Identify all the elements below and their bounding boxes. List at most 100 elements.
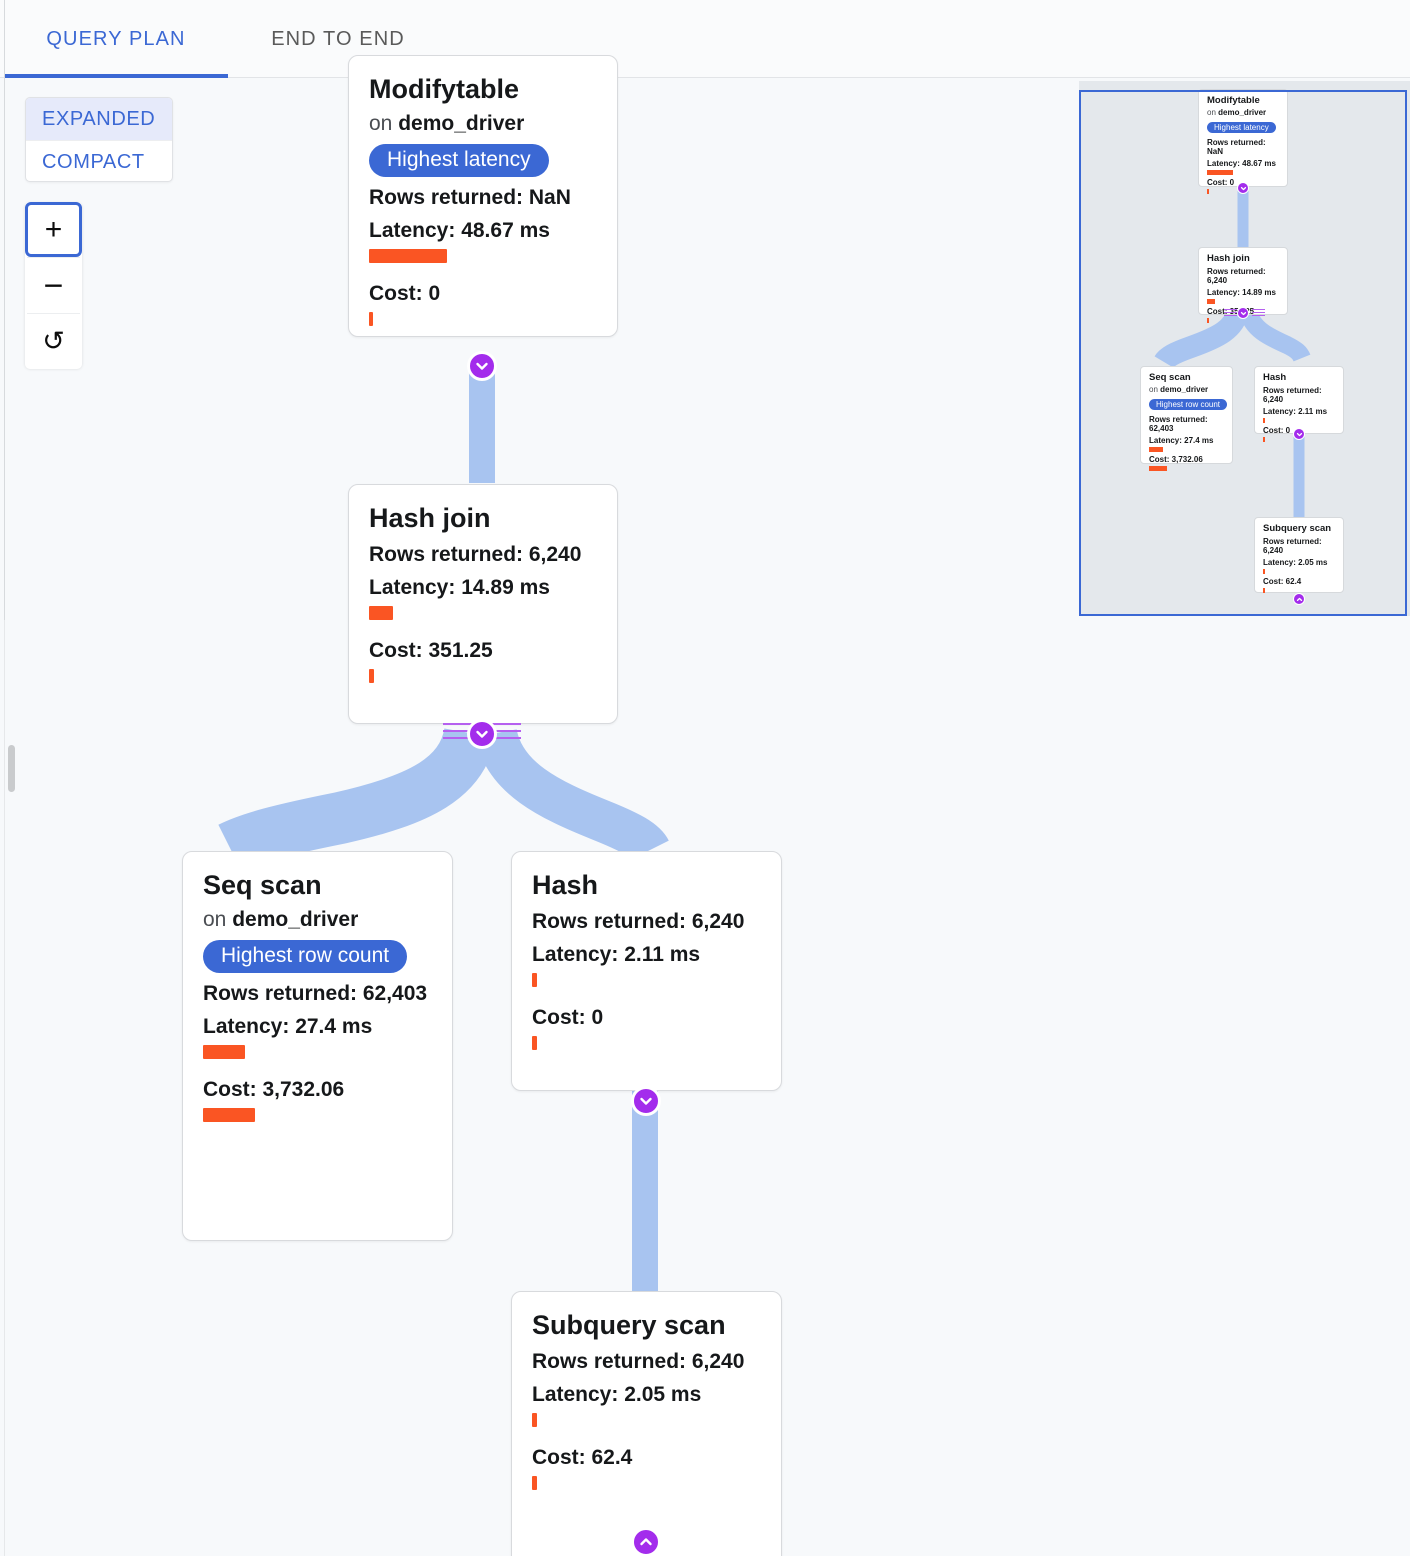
collapse-toggle-modifytable[interactable] — [467, 351, 497, 381]
node-title: Seq scan — [203, 870, 322, 900]
zoom-out-button[interactable]: − — [25, 258, 82, 313]
view-mode-expanded[interactable]: EXPANDED — [26, 98, 172, 140]
vertical-scrollbar-thumb[interactable] — [8, 745, 15, 792]
node-cost-bar — [369, 312, 373, 327]
minimap-node-seqscan: Seq scan on demo_driver Highest row coun… — [1140, 366, 1233, 471]
node-title: Hash — [532, 870, 599, 900]
collapse-toggle-hash[interactable] — [631, 1086, 661, 1116]
minimap-edges — [1154, 186, 1311, 521]
graph-edges — [218, 366, 669, 1293]
node-cost-bar — [203, 1108, 255, 1123]
node-cost: Cost: 0 — [532, 1006, 604, 1030]
plan-node-seqscan[interactable]: Seq scan on demo_driver Highest row coun… — [182, 851, 453, 1241]
node-badge: Highest row count — [1149, 399, 1228, 410]
node-relation: on demo_driver — [1207, 108, 1280, 117]
tab-end-to-end-label: END TO END — [271, 27, 405, 50]
node-cost: Cost: 0 — [1207, 178, 1235, 187]
node-rows: Rows returned: 62,403 — [1149, 415, 1208, 433]
panel-divider — [4, 0, 5, 620]
chevron-down-icon — [1240, 186, 1246, 190]
node-cost: Cost: 0 — [1263, 426, 1291, 435]
node-title: Hash — [1263, 372, 1287, 383]
node-latency-bar — [532, 1413, 537, 1428]
node-rows: Rows returned: NaN — [1207, 138, 1266, 156]
minimap[interactable]: Modifytable on demo_driver Highest laten… — [1079, 81, 1410, 616]
tab-query-plan[interactable]: QUERY PLAN — [4, 0, 228, 78]
node-latency: Latency: 27.4 ms — [203, 1015, 373, 1039]
node-rows: Rows returned: 6,240 — [532, 1350, 745, 1374]
node-cost: Cost: 351.25 — [369, 639, 493, 663]
node-title: Seq scan — [1149, 372, 1191, 383]
node-latency-bar — [369, 606, 393, 621]
minimap-toggle-stripes-right — [1252, 309, 1265, 318]
node-relation-prefix: on — [203, 908, 227, 932]
active-tab-indicator — [4, 74, 228, 78]
node-cost: Cost: 62.4 — [1263, 577, 1302, 586]
view-mode-compact-label: COMPACT — [42, 150, 145, 173]
node-relation-prefix: on — [1149, 385, 1158, 394]
node-rows: Rows returned: 6,240 — [1263, 537, 1322, 555]
node-title: Hash join — [369, 503, 491, 533]
reset-view-button[interactable]: ↺ — [25, 314, 82, 369]
zoom-separator-2 — [27, 313, 80, 314]
node-cost: Cost: 62.4 — [532, 1446, 633, 1470]
node-relation-name: demo_driver — [1160, 385, 1209, 394]
minus-icon: − — [43, 266, 64, 305]
tab-end-to-end[interactable]: END TO END — [240, 0, 436, 78]
chevron-down-icon — [1240, 311, 1246, 315]
minimap-toggle-modifytable — [1237, 182, 1249, 194]
node-cost-bar — [1149, 466, 1167, 471]
zoom-separator-1 — [27, 257, 80, 258]
node-cost: Cost: 0 — [369, 282, 441, 306]
plan-node-hashjoin[interactable]: Hash join Rows returned: 6,240 Latency: … — [348, 484, 618, 724]
node-latency: Latency: 2.11 ms — [1263, 407, 1328, 416]
zoom-controls: + − ↺ — [25, 202, 82, 369]
edge-hashjoin-hash — [475, 728, 669, 862]
expand-toggle-subqueryscan[interactable] — [631, 1527, 661, 1556]
node-rows: Rows returned: 6,240 — [1207, 267, 1266, 285]
tab-query-plan-label: QUERY PLAN — [46, 27, 186, 50]
collapse-toggle-hashjoin[interactable] — [467, 719, 497, 749]
chevron-up-icon — [1296, 597, 1302, 601]
plus-icon: + — [44, 212, 63, 246]
node-badge: Highest latency — [1207, 122, 1276, 133]
edge-hashjoin-seqscan — [218, 727, 496, 872]
node-cost-bar — [369, 669, 374, 684]
minimap-toggle-subqueryscan — [1293, 593, 1305, 605]
node-latency: Latency: 48.67 ms — [369, 219, 550, 243]
node-title: Hash join — [1207, 253, 1250, 264]
zoom-in-button[interactable]: + — [25, 202, 82, 257]
node-cost-bar — [1263, 588, 1265, 593]
chevron-up-icon — [640, 1538, 652, 1546]
node-relation: on demo_driver — [369, 112, 597, 136]
chevron-down-icon — [476, 730, 488, 738]
node-title: Subquery scan — [1263, 523, 1332, 534]
graph-canvas[interactable]: Modifytable on demo_driver Highest laten… — [0, 55, 1410, 1556]
node-latency-bar — [1207, 170, 1233, 175]
node-relation: on demo_driver — [203, 908, 432, 932]
node-latency-bar — [1263, 569, 1265, 574]
node-cost-bar — [1263, 437, 1265, 442]
minimap-toggle-stripes-left — [1224, 309, 1237, 318]
view-mode-expanded-label: EXPANDED — [42, 107, 156, 130]
minimap-node-modifytable: Modifytable on demo_driver Highest laten… — [1198, 89, 1288, 194]
panel-divider-lower — [4, 620, 5, 1556]
view-mode-compact[interactable]: COMPACT — [26, 141, 172, 181]
plan-node-hash[interactable]: Hash Rows returned: 6,240 Latency: 2.11 … — [511, 851, 782, 1091]
node-latency-bar — [1149, 447, 1163, 452]
minimap-toggle-hash — [1293, 428, 1305, 440]
plan-node-modifytable[interactable]: Modifytable on demo_driver Highest laten… — [348, 55, 618, 337]
node-badge: Highest row count — [203, 940, 408, 974]
node-relation-name: demo_driver — [1218, 108, 1267, 117]
tab-bar: QUERY PLAN END TO END — [0, 0, 1410, 78]
minimap-node-hashjoin: Hash join Rows returned: 6,240 Latency: … — [1198, 247, 1288, 323]
chevron-down-icon — [640, 1097, 652, 1105]
view-mode-toggle: EXPANDED COMPACT — [25, 97, 173, 182]
node-latency: Latency: 2.11 ms — [532, 943, 701, 967]
node-latency: Latency: 2.05 ms — [532, 1383, 702, 1407]
node-title: Subquery scan — [532, 1310, 726, 1340]
node-latency-bar — [369, 249, 447, 264]
node-latency: Latency: 27.4 ms — [1149, 436, 1214, 445]
plan-node-subqueryscan[interactable]: Subquery scan Rows returned: 6,240 Laten… — [511, 1291, 782, 1556]
